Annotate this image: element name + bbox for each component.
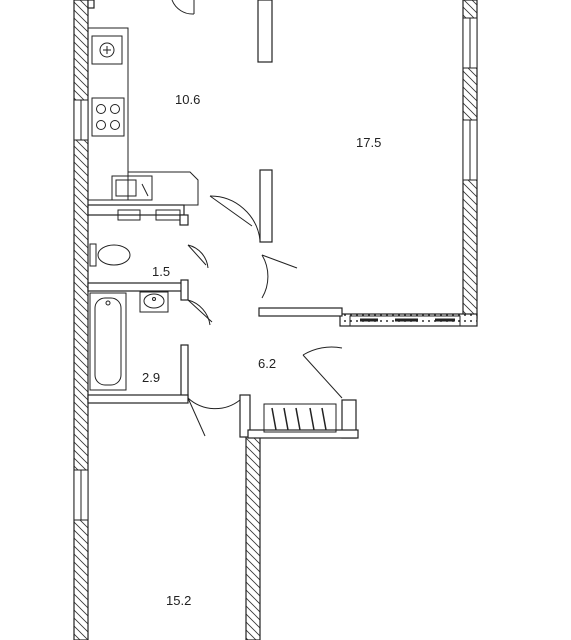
windows <box>73 17 478 521</box>
room-area-label: 6.2 <box>258 356 276 371</box>
room-area-label: 2.9 <box>142 370 160 385</box>
appliance-icon <box>117 209 181 221</box>
room-area-label: 17.5 <box>356 135 381 150</box>
room-area-label: 15.2 <box>166 593 191 608</box>
washbasin-icon <box>139 291 169 313</box>
toilet-icon <box>89 243 131 267</box>
balcony-rails <box>263 315 461 433</box>
sink-icon <box>111 175 153 201</box>
interior-walls <box>87 0 359 439</box>
washing-machine-icon <box>91 35 123 65</box>
stove-icon <box>91 97 125 137</box>
room-area-label: 10.6 <box>175 92 200 107</box>
doors <box>171 0 343 437</box>
room-area-label: 1.5 <box>152 264 170 279</box>
bathtub-icon <box>89 292 127 391</box>
kitchen-counter <box>87 27 199 206</box>
